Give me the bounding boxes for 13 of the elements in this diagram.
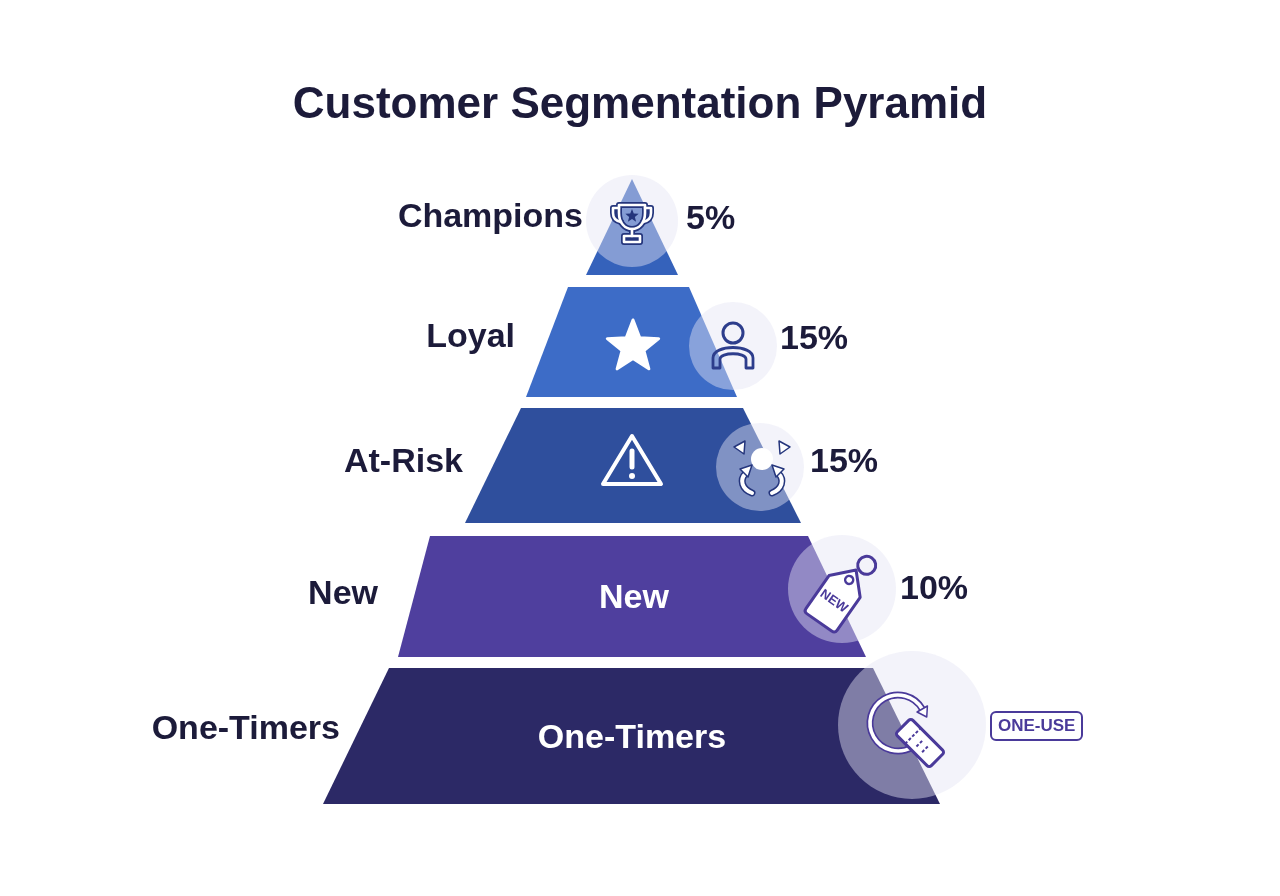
percentage-label: 5% xyxy=(686,197,736,237)
percentage-label: 15% xyxy=(810,440,879,480)
tier-label: One-Timers xyxy=(537,716,727,756)
percentage-label: 10% xyxy=(900,567,969,607)
tier-label: At-Risk xyxy=(343,440,463,480)
percentage-label: 15% xyxy=(780,317,849,357)
tier-label: New xyxy=(308,572,378,612)
tier-label: One-Timers xyxy=(151,707,340,747)
tier-label: Champions xyxy=(397,195,583,235)
badge: ONE-USE xyxy=(990,711,1084,741)
diagram-title: Customer Segmentation Pyramid xyxy=(292,77,988,129)
tier-label: New xyxy=(599,576,669,616)
tier-label: Loyal xyxy=(426,315,515,355)
